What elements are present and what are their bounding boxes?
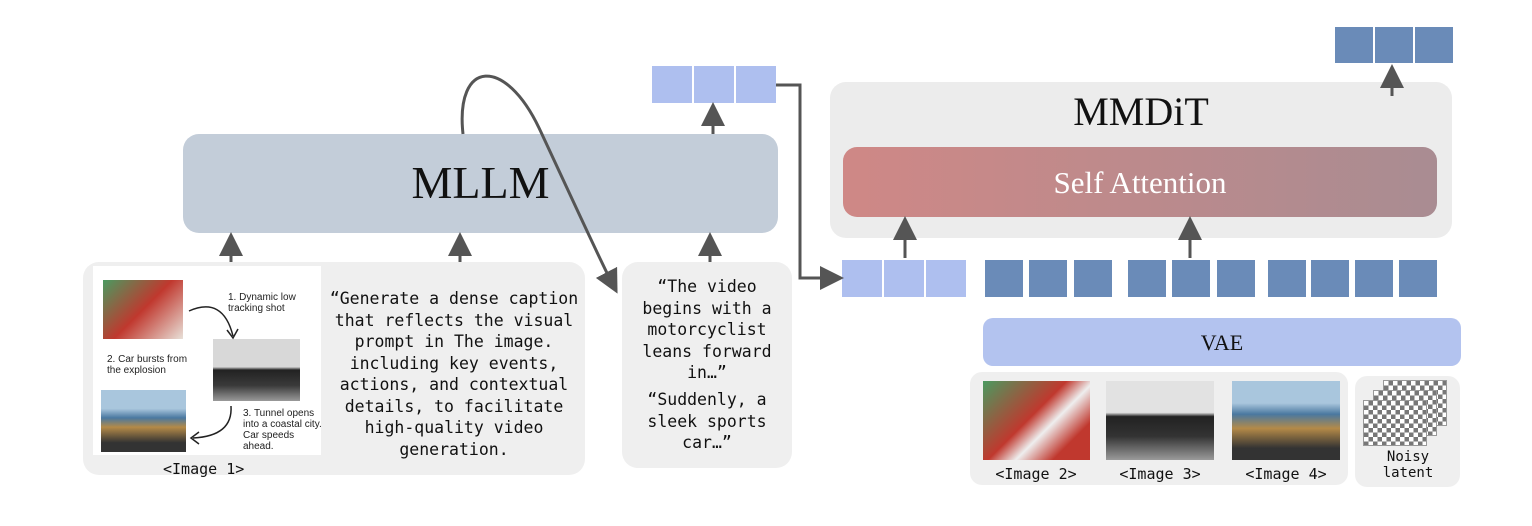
text-token — [884, 260, 924, 297]
visual-token — [1311, 260, 1349, 297]
instruction-prompt: “Generate a dense caption that reflects … — [329, 289, 579, 459]
vae-label: VAE — [1200, 330, 1244, 355]
self-attention-block: Self Attention — [843, 147, 1437, 217]
output-token — [1415, 27, 1453, 63]
text-token — [926, 260, 966, 297]
caption-panel: “The video begins with a motorcyclist le… — [622, 262, 792, 468]
image3-thumb — [1106, 381, 1214, 460]
visual-token — [1172, 260, 1210, 297]
output-token — [1335, 27, 1373, 63]
motorcyclist-thumb — [103, 280, 183, 339]
image2-label: <Image 2> — [995, 465, 1077, 483]
mmdit-block: MMDiT Self Attention — [830, 82, 1452, 238]
storyboard-image: 1. Dynamic low tracking shot 2. Car burs… — [93, 266, 322, 455]
caption-part2: “Suddenly, a sleek sports car…” — [647, 390, 767, 452]
car-thumb — [213, 339, 300, 401]
mllm-output-token — [694, 66, 734, 103]
visual-token — [1268, 260, 1306, 297]
storyboard-arrows — [188, 306, 239, 445]
step2-caption: 2. Car bursts from the explosion — [107, 354, 188, 376]
visual-token — [1217, 260, 1255, 297]
caption-part1: “The video begins with a motorcyclist le… — [642, 277, 772, 382]
visual-token — [985, 260, 1023, 297]
image2-thumb — [983, 381, 1090, 460]
coast-thumb — [101, 390, 186, 452]
input-panel: 1. Dynamic low tracking shot 2. Car burs… — [83, 262, 585, 478]
visual-token — [1029, 260, 1067, 297]
vae-block: VAE — [983, 318, 1461, 366]
step1-caption: 1. Dynamic low tracking shot — [228, 292, 296, 314]
visual-token — [1399, 260, 1437, 297]
mllm-label: MLLM — [411, 157, 550, 208]
text-token — [842, 260, 882, 297]
image1-label: <Image 1> — [163, 460, 245, 478]
noisy-latent-panel: Noisy latent — [1355, 376, 1460, 487]
visual-token — [1074, 260, 1112, 297]
image4-label: <Image 4> — [1245, 465, 1327, 483]
self-attention-label: Self Attention — [1053, 165, 1227, 200]
mmdit-label: MMDiT — [1073, 89, 1209, 134]
output-token — [1375, 27, 1413, 63]
reference-images-panel: <Image 2> <Image 3> <Image 4> — [970, 372, 1348, 485]
visual-token — [1128, 260, 1166, 297]
image4-thumb — [1232, 381, 1340, 460]
noisy-latent-label: Noisy latent — [1382, 449, 1434, 481]
mllm-block: MLLM — [183, 134, 778, 233]
noise-grid-icon — [1363, 400, 1427, 446]
mllm-output-token — [652, 66, 692, 103]
mllm-output-token — [736, 66, 776, 103]
image3-label: <Image 3> — [1119, 465, 1201, 483]
visual-token — [1355, 260, 1393, 297]
step3-caption: 3. Tunnel opens into a coastal city. Car… — [243, 408, 322, 452]
